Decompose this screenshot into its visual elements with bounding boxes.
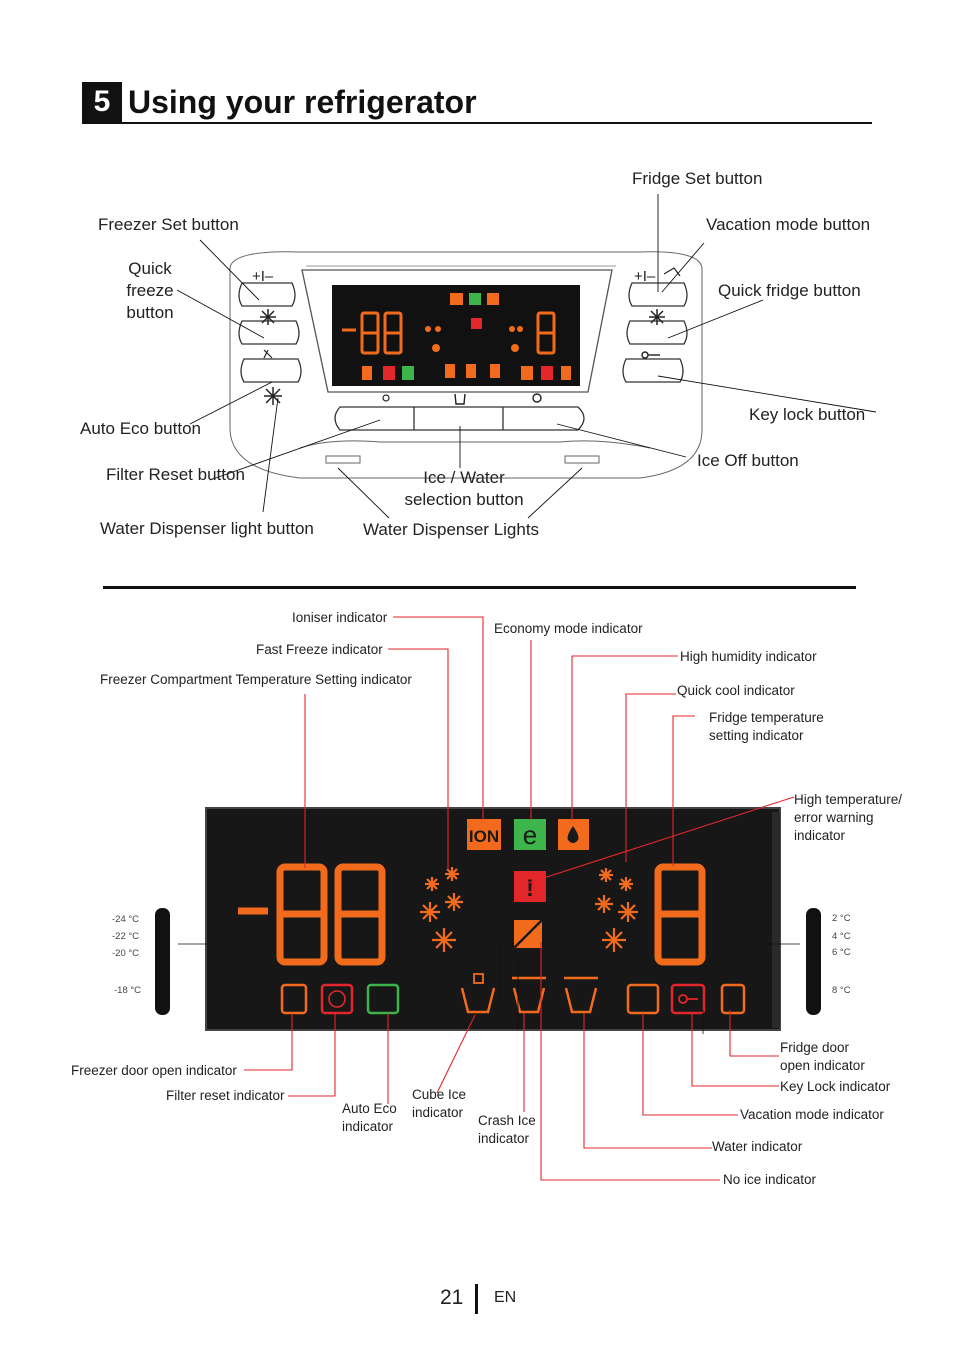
section-separator bbox=[103, 586, 856, 589]
label-fast-freeze: Fast Freeze indicator bbox=[256, 642, 383, 657]
label-freezer-temp: Freezer Compartment Temperature Setting … bbox=[100, 672, 412, 687]
label-high-temp: High temperature/ error warning indicato… bbox=[794, 792, 903, 843]
chapter-title: Using your refrigerator bbox=[128, 84, 477, 120]
snowflake-icons bbox=[420, 867, 638, 952]
bottom-button-bar bbox=[334, 406, 585, 431]
right-button-stack bbox=[622, 282, 688, 383]
panel-glyphs: +I– +I– bbox=[252, 267, 681, 405]
label-ice-water: Ice / Water selection button bbox=[404, 468, 524, 509]
label-freezer-door: Freezer door open indicator bbox=[71, 1063, 237, 1078]
label-filter-reset-ind: Filter reset indicator bbox=[166, 1088, 285, 1103]
page-language: EN bbox=[494, 1289, 517, 1306]
label-crash-ice: Crash Ice indicator bbox=[478, 1113, 536, 1146]
svg-text:ION: ION bbox=[469, 827, 499, 846]
dispenser-lights bbox=[299, 440, 651, 464]
label-filter-reset: Filter Reset button bbox=[106, 465, 245, 484]
fridge-scale-tick: 4 °C bbox=[832, 931, 851, 942]
freezer-scale-bar bbox=[155, 908, 170, 1015]
panel-mini-digits bbox=[342, 311, 556, 355]
fridge-scale-bar bbox=[806, 908, 821, 1015]
label-high-humidity: High humidity indicator bbox=[680, 649, 817, 664]
label-ice-off: Ice Off button bbox=[697, 451, 799, 470]
chapter-rule bbox=[82, 122, 872, 124]
label-freezer-set: Freezer Set button bbox=[98, 215, 239, 234]
svg-text:!: ! bbox=[526, 875, 534, 902]
freezer-scale-tick: -24 °C bbox=[112, 914, 140, 925]
chapter-number: 5 bbox=[82, 82, 122, 122]
freezer-scale-tick: -18 °C bbox=[114, 985, 142, 996]
label-fridge-temp: Fridge temperature setting indicator bbox=[709, 710, 824, 743]
display-leader-lines bbox=[244, 616, 795, 1181]
label-cube-ice: Cube Ice indicator bbox=[412, 1087, 467, 1120]
svg-text:+I–: +I– bbox=[634, 268, 656, 285]
label-water-light: Water Dispenser light button bbox=[100, 519, 314, 538]
label-vacation-ind: Vacation mode indicator bbox=[740, 1107, 884, 1122]
footer-divider bbox=[475, 1284, 478, 1314]
freezer-scale-tick: -20 °C bbox=[112, 948, 140, 959]
label-auto-eco-ind: Auto Eco indicator bbox=[342, 1101, 397, 1134]
label-quick-fridge: Quick fridge button bbox=[718, 281, 861, 300]
left-button-stack bbox=[238, 282, 302, 383]
fridge-scale-tick: 6 °C bbox=[832, 947, 851, 958]
fridge-scale-tick: 8 °C bbox=[832, 985, 851, 996]
svg-text:+I–: +I– bbox=[252, 268, 274, 285]
panel-leader-lines bbox=[176, 194, 877, 519]
freezer-digits bbox=[238, 863, 386, 966]
eco-icon bbox=[514, 819, 546, 850]
label-key-lock: Key lock button bbox=[749, 405, 866, 424]
fridge-scale-tick: 2 °C bbox=[832, 913, 851, 924]
label-fridge-door: Fridge door open indicator bbox=[780, 1040, 865, 1073]
fridge-digit bbox=[654, 863, 706, 966]
panel-mini-icons bbox=[362, 293, 571, 380]
svg-text:e: e bbox=[523, 820, 537, 850]
label-fridge-set: Fridge Set button bbox=[632, 169, 763, 188]
label-water-lights: Water Dispenser Lights bbox=[363, 520, 540, 539]
control-panel-illustration: +I– +I– bbox=[176, 194, 877, 519]
label-no-ice: No ice indicator bbox=[723, 1172, 817, 1187]
page-number: 21 bbox=[440, 1286, 464, 1309]
freezer-scale-tick: -22 °C bbox=[112, 931, 140, 942]
warning-icon bbox=[514, 871, 546, 902]
label-quick-freeze: Quick freeze button bbox=[126, 259, 174, 322]
label-economy: Economy mode indicator bbox=[494, 621, 643, 636]
label-quick-cool: Quick cool indicator bbox=[677, 683, 795, 698]
ion-icon bbox=[467, 819, 501, 850]
label-water-ind: Water indicator bbox=[712, 1139, 803, 1154]
label-auto-eco: Auto Eco button bbox=[80, 419, 201, 438]
label-ioniser: Ioniser indicator bbox=[292, 610, 388, 625]
label-vacation: Vacation mode button bbox=[706, 215, 871, 234]
label-key-lock-ind: Key Lock indicator bbox=[780, 1079, 891, 1094]
